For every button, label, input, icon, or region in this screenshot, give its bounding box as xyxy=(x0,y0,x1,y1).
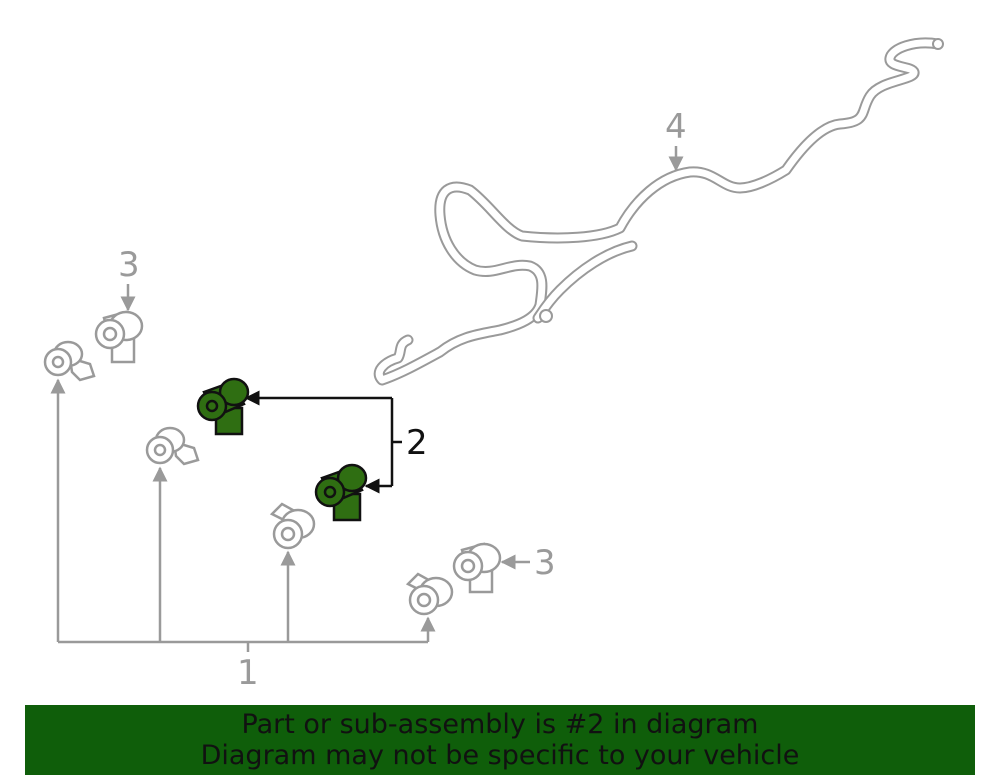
callout-label-3-top: 3 xyxy=(118,245,140,285)
callout-label-2: 2 xyxy=(406,423,428,463)
sensor-2-highlighted-lower[interactable] xyxy=(314,463,368,522)
banner-line-part-notice: Part or sub-assembly is #2 in diagram xyxy=(241,709,759,740)
info-banner: Part or sub-assembly is #2 in diagram Di… xyxy=(25,705,975,775)
leader-lines-part-1 xyxy=(50,378,436,652)
callout-label-3-bottom: 3 xyxy=(534,543,556,583)
leader-lines-part-3 xyxy=(120,284,530,570)
sensor-1-far-left[interactable] xyxy=(43,340,96,382)
sensor-1-center[interactable] xyxy=(269,502,316,550)
parts-diagram: 1 2 3 3 4 xyxy=(43,37,944,693)
callout-label-4: 4 xyxy=(665,107,687,147)
sensor-1-middle-left[interactable] xyxy=(145,426,200,466)
callout-label-1: 1 xyxy=(237,653,259,693)
sensor-2-highlighted-upper[interactable] xyxy=(196,377,250,436)
sensor-3-upper-left[interactable] xyxy=(94,310,144,364)
sensor-3-lower-right[interactable] xyxy=(452,542,502,594)
sensor-1-right[interactable] xyxy=(405,572,454,616)
banner-line-vehicle-disclaimer: Diagram may not be specific to your vehi… xyxy=(200,740,800,771)
wiring-harness[interactable] xyxy=(373,37,944,386)
leader-lines-part-2 xyxy=(244,390,402,494)
